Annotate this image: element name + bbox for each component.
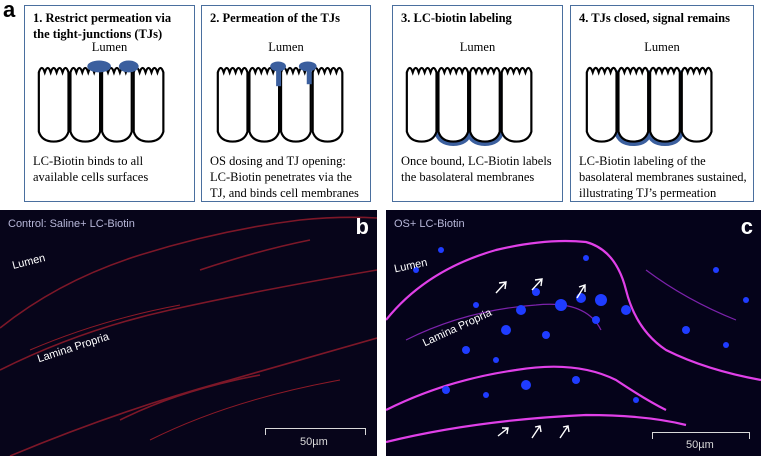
step-title: 3. LC-biotin labeling [401, 11, 512, 25]
step-box-1: 1. Restrict permeation via the tight-jun… [24, 5, 195, 202]
lumen-label: Lumen [91, 40, 128, 54]
epithelial-cells-diagram [585, 66, 713, 147]
step-description: LC-Biotin labeling of the basolateral me… [579, 154, 747, 200]
epithelial-cells-diagram [216, 61, 344, 143]
micrograph-title: Control: Saline+ LC-Biotin [8, 218, 135, 230]
lumen-label: Lumen [459, 40, 496, 54]
step-box-2: 2. Permeation of the TJs Lumen OS dosing… [201, 5, 371, 202]
step-title: 2. Permeation of the TJs [210, 11, 340, 25]
panel-letter-a: a [3, 0, 16, 22]
step-box-4: 4. TJs closed, signal remains Lumen LC-B… [570, 5, 754, 202]
step-description: LC-Biotin binds to all available cells s… [33, 154, 149, 184]
micrograph-panel-b: Control: Saline+ LC-Biotin b Lumen Lamin… [0, 210, 377, 456]
panel-letter-c: c [740, 214, 753, 239]
step-title: 4. TJs closed, signal remains [579, 11, 730, 25]
micrograph-image-control [0, 210, 377, 456]
scale-bar-label: 50µm [300, 436, 328, 448]
micrograph-image-os [386, 210, 761, 456]
step-title: 1. Restrict permeation via the tight-jun… [33, 11, 172, 41]
epithelial-cells-diagram [405, 66, 533, 146]
micrograph-title: OS+ LC-Biotin [394, 218, 465, 230]
step-box-3: 3. LC-biotin labeling Lumen Once bound, … [392, 5, 563, 202]
epithelial-cells-diagram [37, 60, 165, 143]
step-description: Once bound, LC-Biotin labels the basolat… [401, 154, 552, 184]
step-description: OS dosing and TJ opening: LC-Biotin pene… [210, 154, 359, 200]
panel-letter-b: b [355, 214, 369, 239]
scale-bar [652, 432, 750, 439]
micrograph-panel-c: OS+ LC-Biotin c Lumen Lamina Propria 50µ… [386, 210, 761, 456]
lumen-label: Lumen [268, 40, 304, 54]
scale-bar-label: 50µm [686, 439, 714, 451]
lumen-label: Lumen [644, 40, 680, 54]
scale-bar [265, 428, 366, 435]
